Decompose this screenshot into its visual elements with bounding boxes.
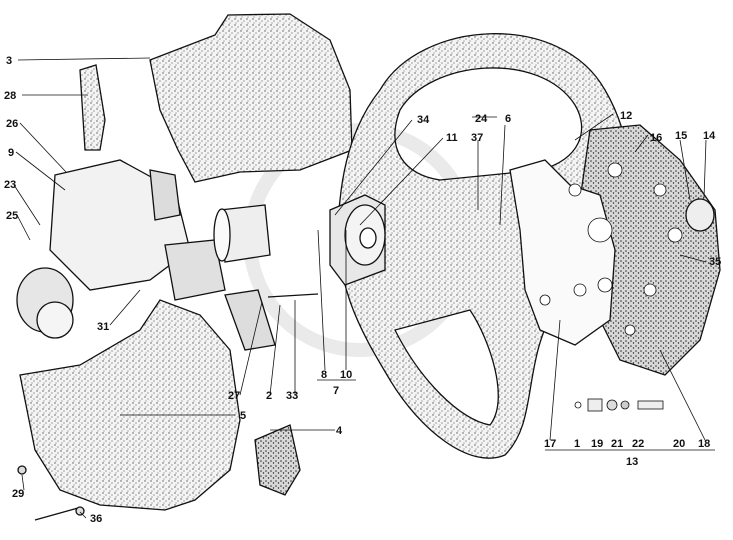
callout-24: 24	[475, 113, 488, 125]
callout-17: 17	[544, 438, 556, 450]
callout-8: 8	[321, 369, 327, 381]
callout-21: 21	[611, 438, 623, 450]
callout-18: 18	[698, 438, 710, 450]
callout-7: 7	[333, 385, 339, 397]
callout-6: 6	[505, 113, 511, 125]
lower-column-shroud	[19, 299, 241, 511]
combination-switch-assembly	[16, 64, 226, 339]
callout-27: 27	[228, 390, 240, 402]
contact-plate-holes	[539, 183, 613, 306]
callout-3: 3	[6, 55, 12, 67]
column-shaft-parts	[213, 194, 386, 351]
callout-31: 31	[97, 321, 109, 333]
callout-13: 13	[626, 456, 638, 468]
bracket	[254, 424, 301, 496]
callout-5: 5	[240, 410, 246, 422]
upper-column-shroud	[149, 13, 353, 183]
callout-2: 2	[266, 390, 272, 402]
callout-36: 36	[90, 513, 102, 525]
callout-16: 16	[650, 132, 662, 144]
callout-28: 28	[4, 90, 16, 102]
horn-button-stack	[574, 398, 664, 412]
callout-34: 34	[417, 114, 430, 126]
callout-35: 35	[709, 256, 721, 268]
callout-22: 22	[632, 438, 644, 450]
callout-labels: 3 28 26 9 23 25 31 27 2 33 8 10 7 34 11 …	[4, 55, 721, 525]
screws	[17, 465, 85, 521]
contact-plate	[509, 159, 616, 346]
callout-20: 20	[673, 438, 685, 450]
callout-37: 37	[471, 132, 483, 144]
callout-11: 11	[446, 132, 458, 144]
callout-25: 25	[6, 210, 18, 222]
callout-19: 19	[591, 438, 603, 450]
callout-23: 23	[4, 179, 16, 191]
callout-4: 4	[336, 425, 343, 437]
callout-26: 26	[6, 118, 18, 130]
callout-14: 14	[703, 130, 716, 142]
callout-12: 12	[620, 110, 632, 122]
horn-pad-holes	[607, 162, 683, 336]
callout-33: 33	[286, 390, 298, 402]
callout-29: 29	[12, 488, 24, 500]
leader-lines	[13, 57, 715, 519]
callout-15: 15	[675, 130, 687, 142]
callout-1: 1	[574, 438, 580, 450]
callout-9: 9	[8, 147, 14, 159]
horn-cap	[685, 198, 715, 232]
callout-10: 10	[340, 369, 352, 381]
